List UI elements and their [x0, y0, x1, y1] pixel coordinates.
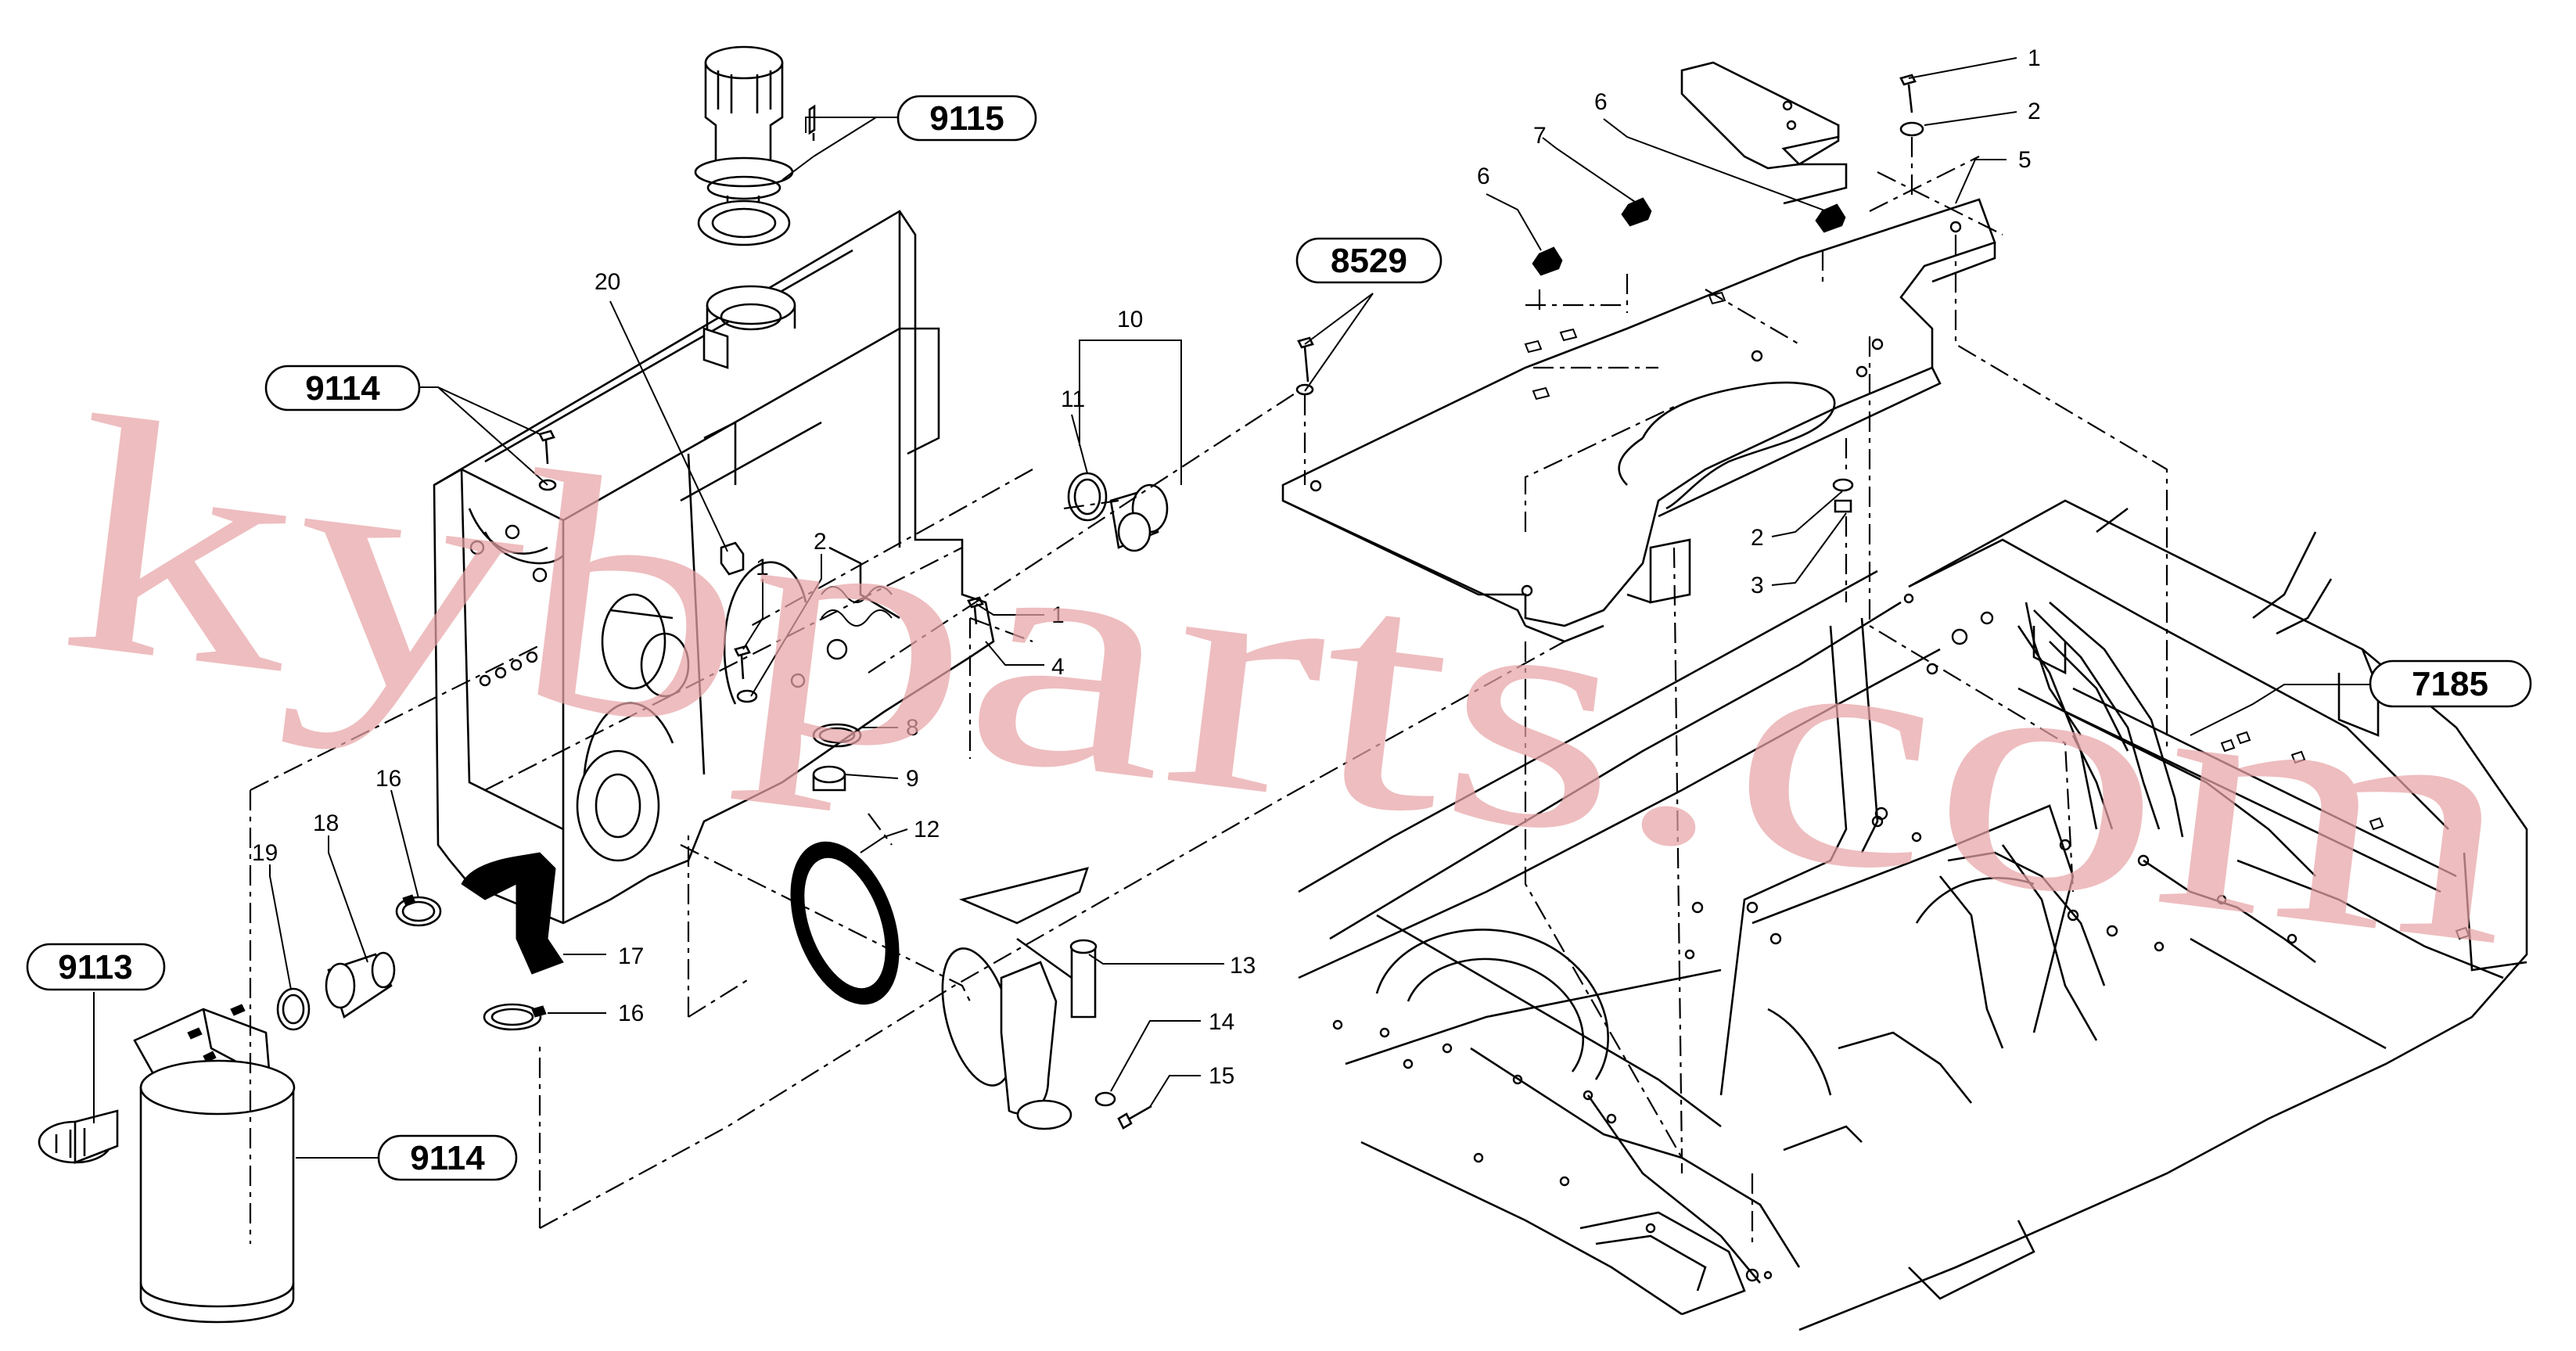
callout-9115-text: 9115 — [929, 99, 1004, 138]
callout-8529: 8529 — [1295, 237, 1442, 284]
part-label-18: 18 — [313, 810, 339, 836]
part-label-6-right: 6 — [1594, 89, 1608, 115]
part-label-8: 8 — [906, 715, 919, 741]
washer-bolt — [1094, 1091, 1152, 1130]
watermark-text: kybparts.com — [46, 347, 2538, 1016]
bolt-washer — [538, 429, 557, 491]
fitting-seal — [276, 951, 396, 1031]
leader-lines — [93, 57, 2370, 1159]
callout-8529-text: 8529 — [1331, 242, 1407, 280]
part-label-2-left: 2 — [814, 529, 827, 555]
suction-pipe — [941, 867, 1098, 1130]
callout-9113-text: 9113 — [58, 948, 132, 986]
gasket — [790, 841, 900, 1005]
seal-plug — [812, 723, 862, 792]
callout-9114-bottom-text: 9114 — [410, 1139, 485, 1177]
filler-cap — [694, 45, 816, 246]
part-label-2-mid-right: 2 — [1751, 525, 1764, 551]
callout-9114-top: 9114 — [264, 365, 421, 411]
part-label-16-bottom: 16 — [618, 1001, 644, 1026]
part-label-13: 13 — [1230, 953, 1256, 979]
part-label-10: 10 — [1117, 307, 1143, 332]
callout-9114-bottom: 9114 — [377, 1134, 518, 1181]
part-label-17: 17 — [618, 943, 644, 969]
part-label-14: 14 — [1209, 1009, 1234, 1035]
part-label-19: 19 — [252, 840, 278, 866]
part-label-20: 20 — [595, 269, 620, 295]
part-label-1-top-right: 1 — [2028, 45, 2041, 71]
part-label-15: 15 — [1209, 1063, 1234, 1089]
part-label-9: 9 — [906, 766, 919, 792]
part-label-4: 4 — [1051, 654, 1065, 680]
part-label-12: 12 — [914, 817, 940, 843]
chassis-frame — [1298, 499, 2528, 1331]
callout-7185: 7185 — [2369, 659, 2532, 708]
watermark: kybparts.com — [46, 347, 2538, 1016]
part-label-16-top: 16 — [375, 766, 401, 792]
assembly-lines — [249, 137, 2168, 1244]
filter-assembly — [38, 1004, 296, 1324]
part-label-7: 7 — [1533, 123, 1547, 149]
callout-9114-top-text: 9114 — [305, 369, 380, 408]
callout-9115: 9115 — [896, 95, 1037, 142]
hose-clamps — [395, 894, 547, 1031]
part-label-5: 5 — [2018, 147, 2032, 173]
part-label-3: 3 — [1751, 573, 1764, 598]
hose — [461, 852, 564, 975]
part-labels: 1 2 5 6 7 6 2 3 10 11 20 1 2 1 4 8 9 12 … — [252, 45, 2041, 1089]
part-label-11: 11 — [1061, 386, 1085, 412]
part-label-2-top-right: 2 — [2028, 99, 2041, 124]
part-label-6-left: 6 — [1477, 163, 1490, 189]
callout-7185-text: 7185 — [2412, 665, 2488, 703]
callout-9113: 9113 — [26, 943, 166, 991]
tank-bolts — [734, 596, 984, 703]
breather-plug — [1067, 472, 1169, 552]
mounting-plate — [1281, 61, 1996, 643]
part-label-1-mid: 1 — [1051, 602, 1065, 628]
part-label-1-left: 1 — [756, 555, 769, 580]
